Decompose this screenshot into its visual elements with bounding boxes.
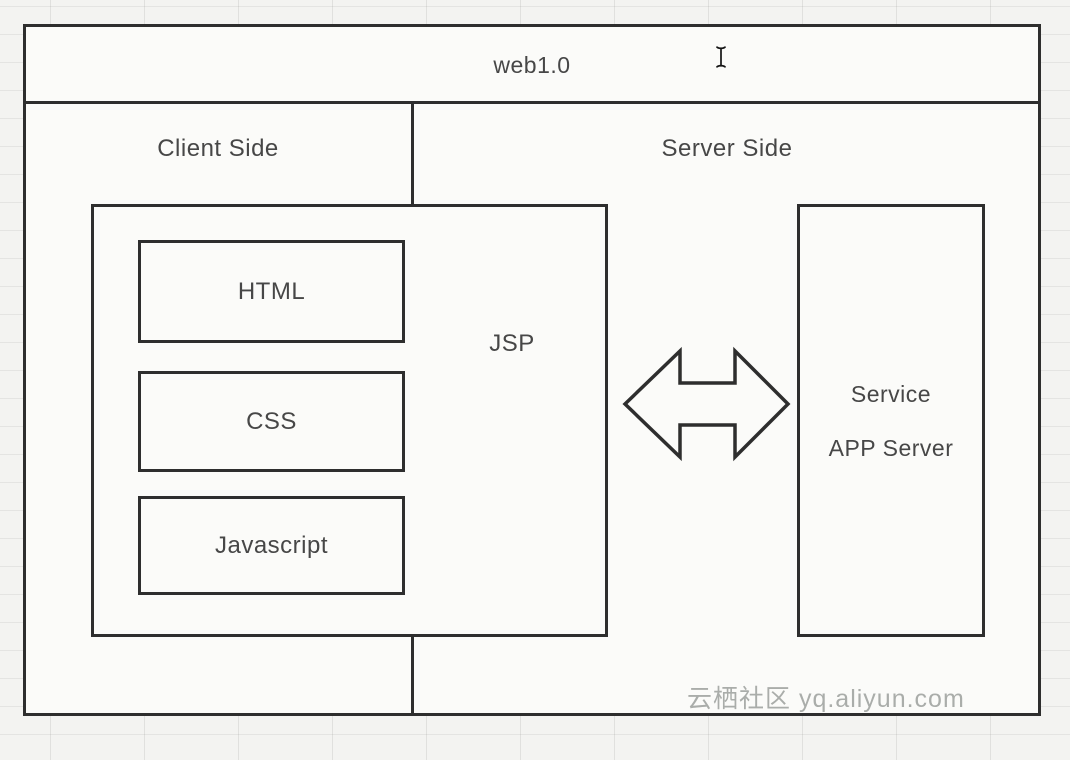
- jsp-container-box[interactable]: HTML CSS Javascript JSP: [91, 204, 608, 637]
- javascript-box-label: Javascript: [214, 531, 329, 559]
- javascript-box[interactable]: Javascript: [138, 496, 405, 595]
- text-cursor-icon: [716, 46, 726, 68]
- server-side-label: Server Side: [661, 135, 793, 162]
- html-box[interactable]: HTML: [138, 240, 405, 343]
- diagram-title[interactable]: web1.0: [493, 52, 571, 78]
- title-divider-line: [23, 101, 1041, 104]
- css-box-label: CSS: [246, 407, 297, 435]
- bidirectional-arrow-icon[interactable]: [618, 343, 794, 465]
- bottom-border-line: [23, 713, 1041, 716]
- css-box[interactable]: CSS: [138, 371, 405, 472]
- service-box-label-line2: APP Server: [828, 434, 954, 461]
- watermark-text: 云栖社区 yq.aliyun.com: [687, 685, 965, 713]
- client-side-label: Client Side: [157, 135, 279, 162]
- service-box-label-line1: Service: [850, 380, 932, 407]
- jsp-label: JSP: [489, 330, 535, 357]
- service-app-server-box[interactable]: Service APP Server: [797, 204, 985, 637]
- html-box-label: HTML: [237, 277, 306, 305]
